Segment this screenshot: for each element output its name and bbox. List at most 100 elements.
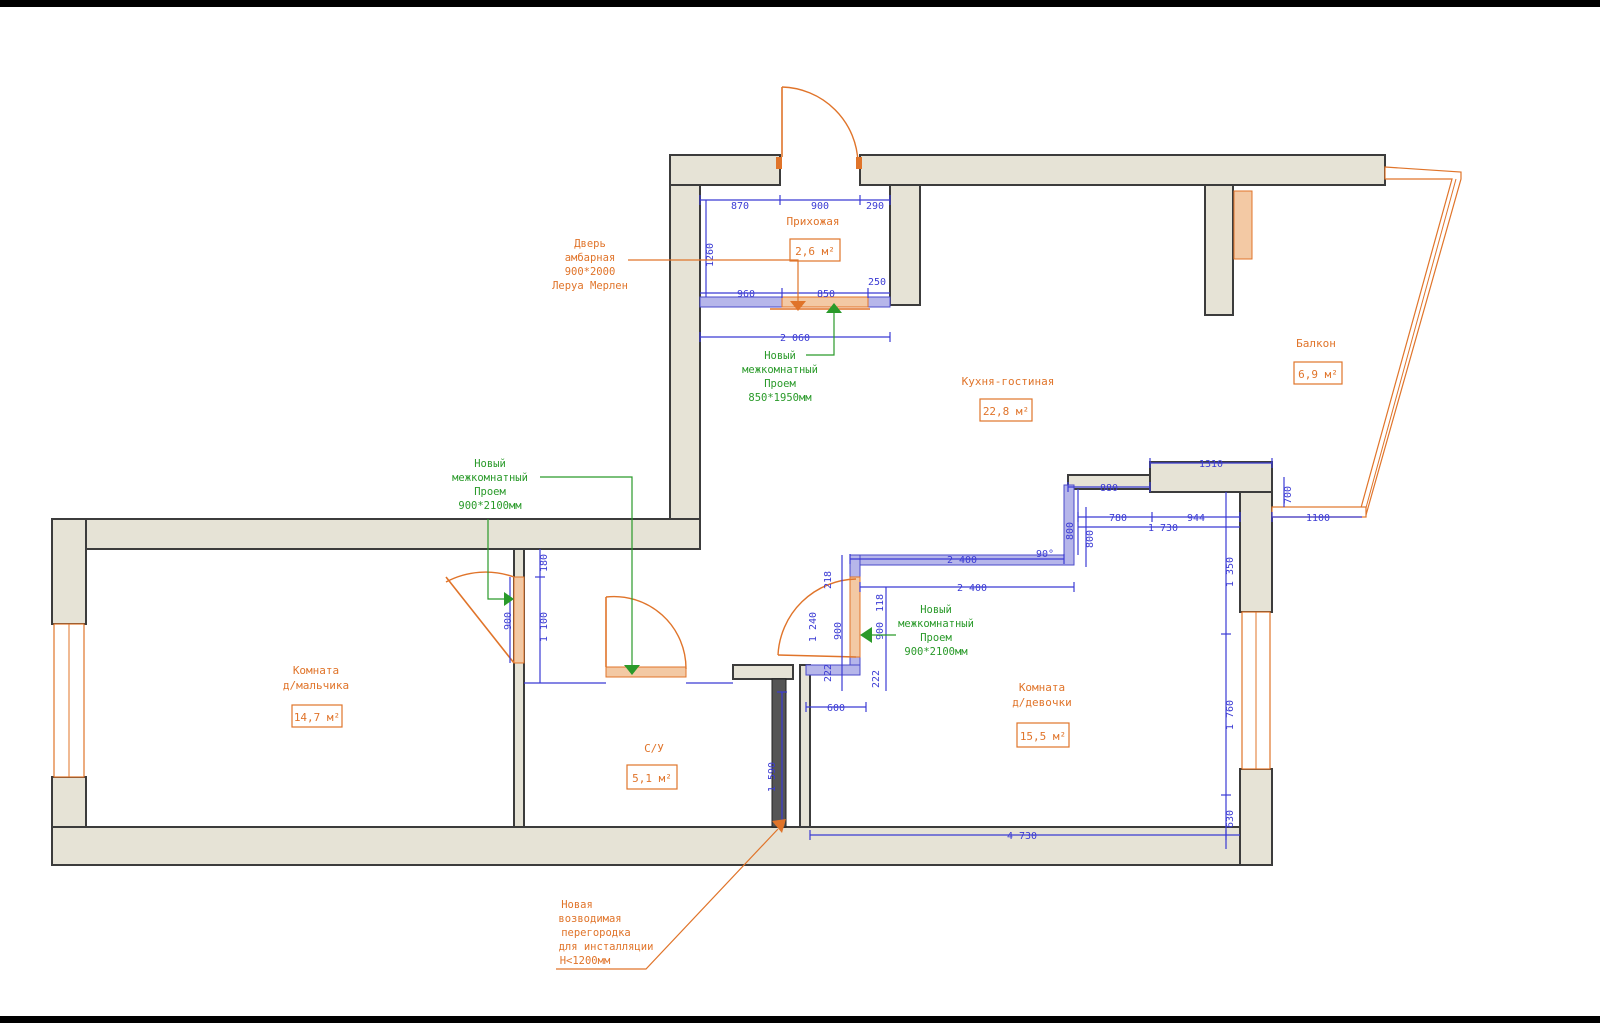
dim-800-a: 800 <box>1065 522 1076 540</box>
entry-gap-right <box>856 157 862 169</box>
window-balcony <box>1358 166 1462 516</box>
dim-1350: 1 350 <box>1225 557 1236 587</box>
door-boy-leaf <box>445 576 515 664</box>
dim-800-b: 800 <box>1085 530 1096 548</box>
wall-top <box>859 154 1386 186</box>
leader-part <box>556 828 779 970</box>
notes: Дверь амбарная 900*2000 Леруа Мерлен Нов… <box>452 238 974 970</box>
doors <box>445 86 870 670</box>
new-wall-hall-b <box>867 296 891 308</box>
note-open-b-4: 900*2100мм <box>458 500 522 512</box>
note-open-a-3: Проем <box>764 378 796 390</box>
dim-960: 960 <box>737 289 755 300</box>
dim-1100: 1 100 <box>539 612 550 642</box>
wall-bath-bottom-seg <box>732 664 794 680</box>
dim-1760: 1 760 <box>1225 700 1236 730</box>
wall-hall-left <box>669 154 701 546</box>
dim-900-top: 900 <box>811 201 829 212</box>
dim-2400-b: 2 400 <box>957 583 987 594</box>
note-open-c-2: межкомнатный <box>898 618 974 630</box>
note-part-1: Новая <box>561 899 593 911</box>
dim-118: 118 <box>875 594 886 612</box>
note-open-a-4: 850*1950мм <box>748 392 812 404</box>
room-labels: Прихожая 2,6 м² Кухня-гостиная 22,8 м² Б… <box>283 215 1343 790</box>
note-part-2: возводимая <box>558 913 621 925</box>
area-box-bath <box>626 764 678 790</box>
room-girl-area: 15,5 м² <box>1020 730 1066 743</box>
note-part-4: для инсталляции <box>559 941 654 953</box>
room-kitchen-area: 22,8 м² <box>983 405 1029 418</box>
door-girl-leaf <box>777 654 857 658</box>
door-girl-swing <box>777 578 857 656</box>
wall-girl-left <box>799 664 811 828</box>
dim-1240: 1 240 <box>808 612 819 642</box>
note-door-2: амбарная <box>565 252 616 264</box>
openings <box>513 157 1253 678</box>
dim-944: 944 <box>1187 513 1205 524</box>
area-box-kitchen <box>979 398 1033 422</box>
new-wall-bath-installation <box>771 678 787 828</box>
dim-870: 870 <box>731 201 749 212</box>
dim-900-e: 900 <box>503 612 514 630</box>
door-entry-swing <box>781 86 859 164</box>
opening-boy <box>513 576 525 664</box>
leader-door <box>628 259 799 303</box>
room-boy-area: 14,7 м² <box>294 711 340 724</box>
note-open-a-1: Новый <box>764 350 796 362</box>
walls <box>51 154 1386 866</box>
floor-plan-svg: Прихожая 2,6 м² Кухня-гостиная 22,8 м² Б… <box>51 86 1462 970</box>
dim-222-a: 222 <box>823 664 834 682</box>
opening-girl <box>849 576 861 658</box>
dim-222-b: 222 <box>871 670 882 688</box>
note-part-5: Н<1200мм <box>560 955 611 967</box>
dim-1100-r: 1100 <box>1306 513 1330 524</box>
new-wall-girl-bottom <box>805 664 861 676</box>
note-open-c-4: 900*2100мм <box>904 646 968 658</box>
leader-open-a <box>806 311 835 356</box>
pillar-hatch <box>1233 190 1253 260</box>
note-door-4: Леруа Мерлен <box>552 280 628 292</box>
room-bath-area: 5,1 м² <box>632 772 672 785</box>
note-open-b-2: межкомнатный <box>452 472 528 484</box>
arrow-open-c <box>860 627 872 643</box>
dim-780: 780 <box>1109 513 1127 524</box>
room-bath-name: С/У <box>644 742 664 755</box>
area-box-boy <box>291 704 343 728</box>
dim-218: 218 <box>823 571 834 589</box>
leader-open-b1 <box>540 476 633 667</box>
windows <box>53 166 1462 778</box>
room-girl-name-2: д/девочки <box>1012 696 1072 709</box>
drawing-sheet: Прихожая 2,6 м² Кухня-гостиная 22,8 м² Б… <box>0 7 1600 1016</box>
note-door-3: 900*2000 <box>565 266 616 278</box>
arrow-open-b2 <box>504 592 514 606</box>
arrow-part <box>772 819 786 833</box>
wall-south <box>51 826 1273 866</box>
arrow-open-b1 <box>624 665 640 675</box>
room-hallway-area: 2,6 м² <box>795 245 835 258</box>
note-open-b-1: Новый <box>474 458 506 470</box>
room-hallway-name: Прихожая <box>787 215 840 228</box>
dim-4730: 4 730 <box>1007 831 1037 842</box>
dim-900-c: 900 <box>833 622 844 640</box>
dim-2400-a: 2 400 <box>947 555 977 566</box>
area-box-balcony <box>1293 361 1343 385</box>
dim-angle-90: 90° <box>1036 549 1054 560</box>
note-part-3: перегородка <box>561 927 631 939</box>
dim-880: 880 <box>1100 483 1118 494</box>
area-box-girl <box>1016 722 1070 748</box>
opening-bath <box>605 666 687 678</box>
arrow-door <box>790 301 806 311</box>
room-boy-name-2: д/мальчика <box>283 679 349 692</box>
note-door-1: Дверь <box>574 238 606 250</box>
note-open-b-3: Проем <box>474 486 506 498</box>
dim-700: 700 <box>1283 486 1294 504</box>
wall-north-left <box>51 518 701 550</box>
wall-divider-boy <box>513 548 525 828</box>
opening-hall <box>781 296 869 308</box>
dim-900-d: 900 <box>875 622 886 640</box>
note-open-c-1: Новый <box>920 604 952 616</box>
dim-1730: 1 730 <box>1148 523 1178 534</box>
wall-pillar <box>1204 184 1234 316</box>
dim-2060: 2 060 <box>780 333 810 344</box>
